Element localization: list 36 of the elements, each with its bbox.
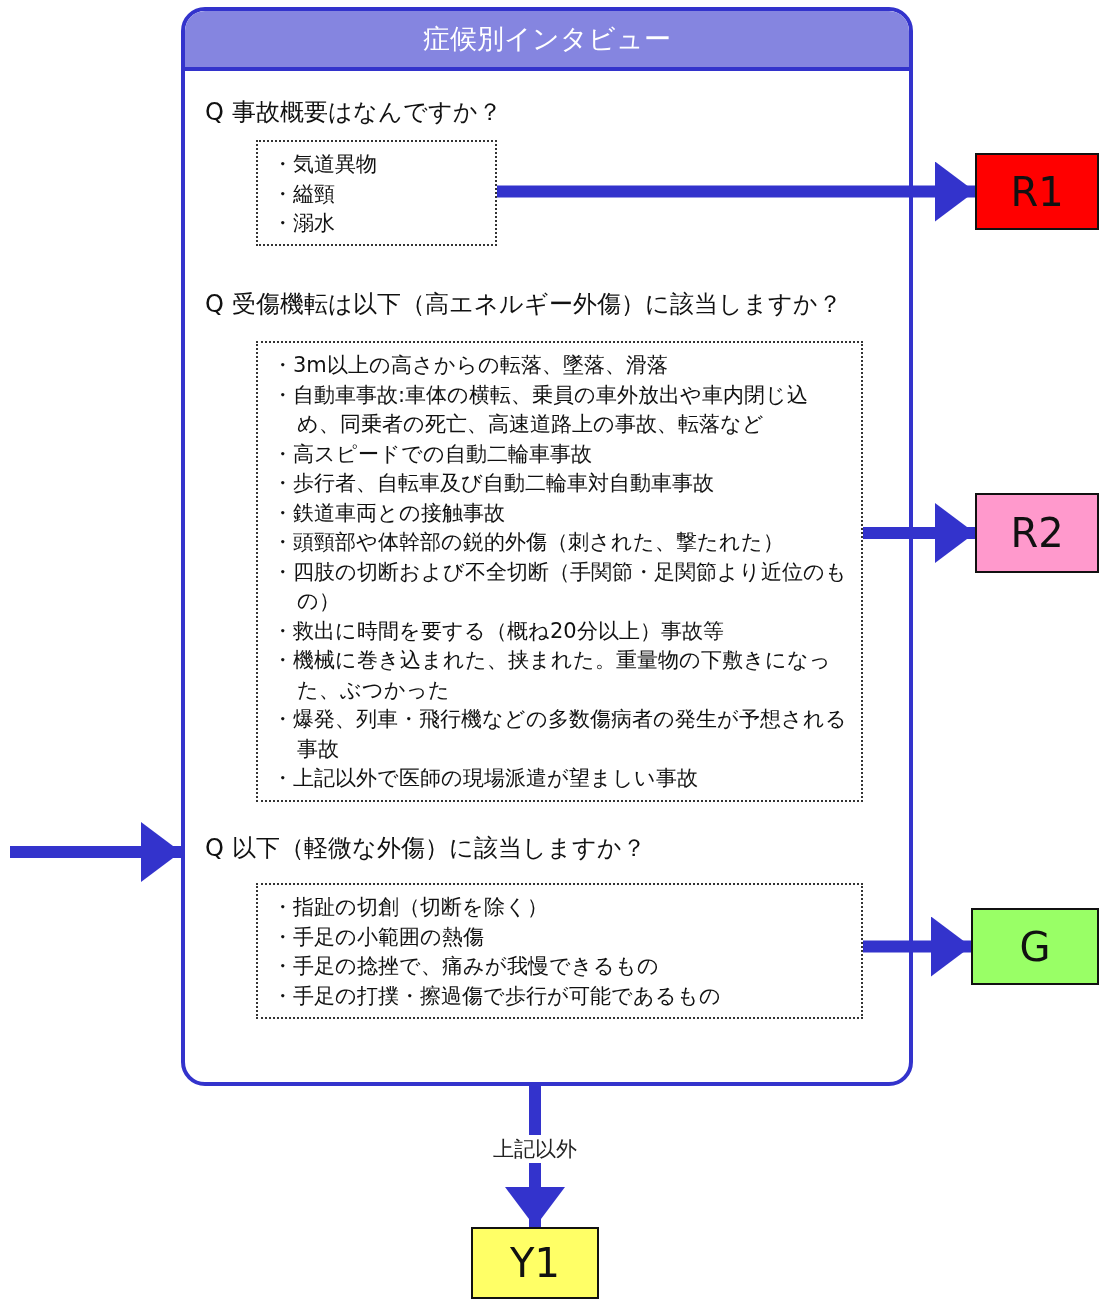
- criteria-box: [256, 883, 863, 1019]
- result-box: Y1: [471, 1227, 599, 1299]
- arrow: [497, 161, 975, 222]
- criteria-item: ・手足の小範囲の熱傷: [272, 923, 485, 951]
- question-text: Q 以下（軽微な外傷）に該当しますか？: [205, 833, 646, 864]
- criteria-item: ・指趾の切創（切断を除く）: [272, 894, 549, 921]
- arrow: [10, 822, 181, 882]
- question-text: Q 受傷機転は以下（高エネルギー外傷）に該当しますか？: [205, 289, 842, 320]
- criteria-item: ・救出に時間を要する（概ね20分以上）事故等: [272, 617, 725, 645]
- criteria-box: [256, 140, 497, 246]
- criteria-item: ・鉄道車両との接触事故: [272, 499, 506, 527]
- question-text: Q 事故概要はなんですか？: [205, 97, 502, 128]
- arrow: [863, 503, 975, 563]
- arrow: [863, 916, 971, 977]
- result-box: G: [971, 908, 1099, 985]
- criteria-item: ・高スピードでの自動二輪車事故: [272, 440, 593, 468]
- result-box: R2: [975, 493, 1099, 573]
- criteria-item: ・手足の打撲・擦過傷で歩行が可能であるもの: [272, 982, 722, 1010]
- criteria-item: ・上記以外で医師の現場派遣が望ましい事故: [272, 765, 699, 792]
- criteria-item: ・気道異物: [272, 151, 378, 178]
- interview-panel: [181, 7, 913, 1086]
- criteria-item: ・自動車事故:車体の横転、乗員の車外放出や車内閉じ込め、同乗者の死亡、高速道路上の事故、転落など: [272, 381, 810, 438]
- criteria-item: ・手足の捻挫で、痛みが我慢できるもの: [272, 953, 660, 980]
- criteria-item: ・歩行者、自転車及び自動二輪車対自動車事故: [272, 470, 715, 497]
- criteria-item: ・四肢の切断および不全切断（手関節・足関節より近位のもの）: [272, 558, 848, 615]
- criteria-item: ・縊頸: [272, 180, 336, 208]
- criteria-item: ・頭頸部や体幹部の鋭的外傷（刺された、撃たれた）: [272, 529, 785, 556]
- result-box: R1: [975, 153, 1099, 230]
- panel-title: 症候別インタビュー: [185, 11, 909, 71]
- criteria-item: ・溺水: [272, 210, 336, 237]
- edge-label: 上記以外: [491, 1134, 579, 1163]
- criteria-item: ・3m以上の高さからの転落、墜落、滑落: [272, 352, 669, 379]
- arrow: [505, 1086, 565, 1227]
- criteria-box: [256, 341, 863, 802]
- criteria-item: ・爆発、列車・飛行機などの多数傷病者の発生が予想される事故: [272, 706, 848, 763]
- criteria-item: ・機械に巻き込まれた、挟まれた。重量物の下敷きになった、ぶつかった: [272, 647, 832, 704]
